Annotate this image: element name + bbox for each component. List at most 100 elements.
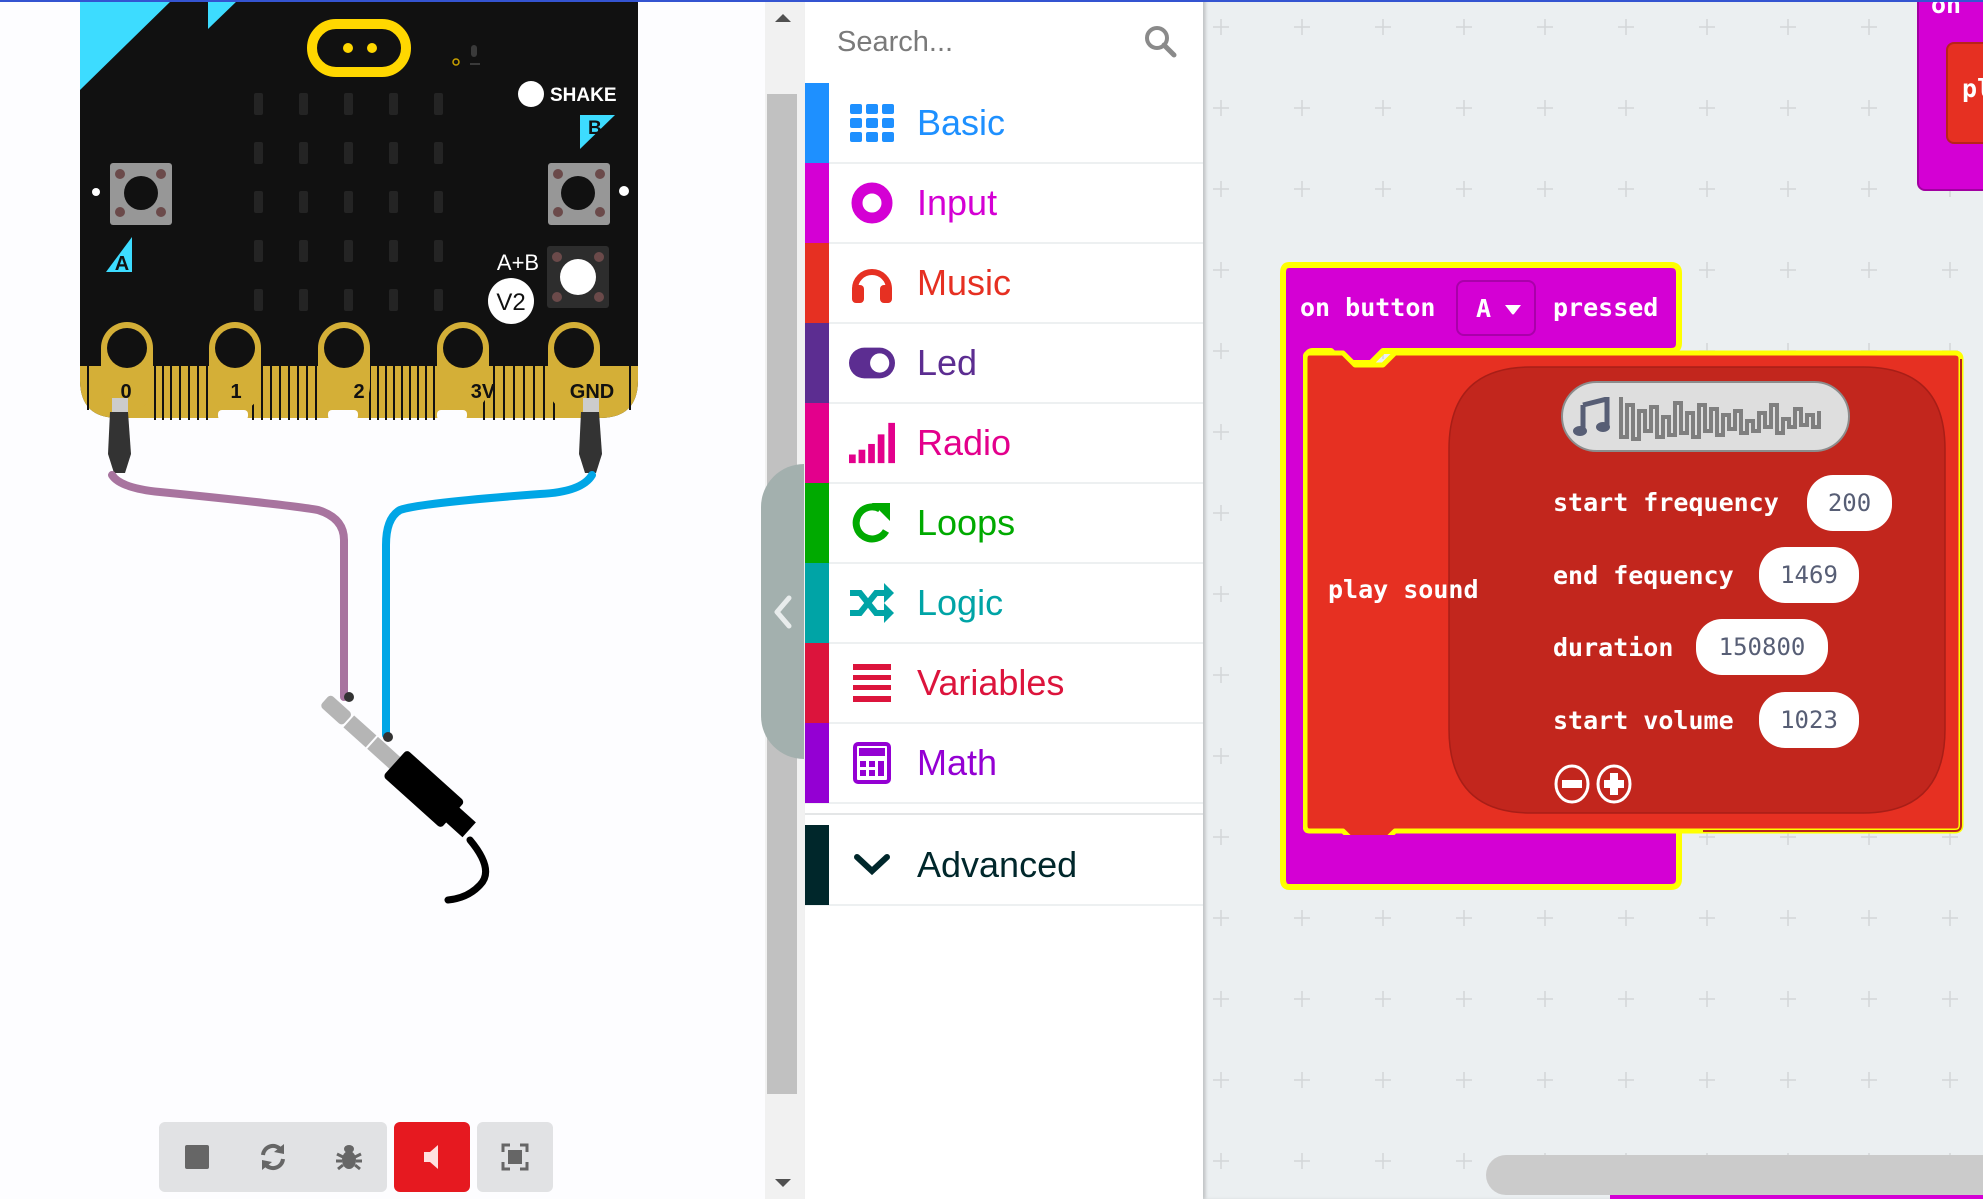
svg-text:SHAKE: SHAKE	[550, 85, 617, 106]
offscreen-statement-block[interactable]: pl	[1946, 42, 1983, 144]
category-label: Basic	[917, 101, 1006, 143]
field-label-start-frequency: start frequency	[1553, 488, 1779, 517]
category-radio[interactable]: Radio	[805, 402, 1203, 484]
category-input[interactable]: Input	[805, 162, 1203, 244]
event-prefix-label: on button	[1300, 293, 1436, 322]
category-label: Music	[917, 261, 1012, 303]
field-label-duration: duration	[1553, 633, 1674, 662]
category-label: Led	[917, 341, 978, 383]
category-advanced[interactable]: Advanced	[805, 824, 1203, 906]
fullscreen-button[interactable]	[477, 1122, 553, 1192]
category-color-bar	[805, 482, 829, 563]
blocks-workspace[interactable]: on pl A on button pressed play sound sta…	[1203, 0, 1983, 1199]
category-logic[interactable]: Logic	[805, 562, 1203, 644]
shuffle-icon	[849, 580, 895, 626]
clip-pin0[interactable]	[108, 398, 131, 473]
fullscreen-group	[477, 1122, 553, 1192]
button-dropdown[interactable]: A	[1456, 280, 1536, 336]
signal-bars-icon	[849, 420, 895, 466]
search-input[interactable]	[835, 18, 1139, 66]
mute-button[interactable]	[394, 1122, 470, 1192]
collapse-simulator-button[interactable]	[761, 464, 804, 759]
category-label: Loops	[917, 501, 1016, 543]
category-label: Math	[917, 741, 998, 783]
search-icon[interactable]	[1143, 24, 1177, 58]
chevron-left-icon	[774, 595, 791, 628]
wire-pin0	[108, 471, 348, 701]
category-basic[interactable]: Basic	[805, 82, 1203, 164]
category-color-bar	[805, 642, 829, 723]
button-a[interactable]: A	[92, 163, 172, 275]
svg-text:A: A	[115, 253, 129, 275]
svg-text:GND: GND	[570, 381, 614, 403]
minus-circle-icon[interactable]	[1553, 764, 1591, 804]
end-frequency-input[interactable]: 1469	[1759, 547, 1859, 603]
toggle-icon	[849, 340, 895, 386]
category-music[interactable]: Music	[805, 242, 1203, 324]
toolbox-search	[805, 0, 1203, 83]
category-color-bar	[805, 824, 829, 905]
led-matrix	[254, 93, 443, 311]
window-top-border	[0, 0, 1983, 2]
field-label-start-volume: start volume	[1553, 706, 1734, 735]
stop-button[interactable]	[159, 1122, 235, 1192]
simulator-panel: A SHAKE B A+B V2	[0, 0, 761, 1199]
sim-control-group	[159, 1122, 387, 1192]
headphones-icon	[849, 260, 895, 306]
plus-circle-icon[interactable]	[1595, 764, 1633, 804]
button-b[interactable]: B	[548, 115, 629, 225]
loop-arrow-icon	[849, 500, 895, 546]
calculator-icon	[849, 740, 895, 786]
stop-icon	[185, 1145, 209, 1169]
category-loops[interactable]: Loops	[805, 482, 1203, 564]
svg-text:2: 2	[353, 381, 364, 403]
waveform-icon	[1619, 397, 1821, 441]
category-variables[interactable]: Variables	[805, 642, 1203, 724]
svg-text:1: 1	[230, 381, 241, 403]
microbit-board[interactable]: A SHAKE B A+B V2	[0, 0, 761, 1100]
category-label: Logic	[917, 581, 1004, 623]
button-ab[interactable]: A+B	[497, 246, 609, 308]
grid-icon	[849, 100, 895, 146]
start-frequency-input[interactable]: 200	[1807, 475, 1892, 531]
category-label: Variables	[917, 661, 1065, 703]
start-volume-input[interactable]: 1023	[1759, 692, 1859, 748]
dropdown-caret-icon	[1505, 305, 1521, 315]
category-math[interactable]: Math	[805, 722, 1203, 804]
mute-group	[394, 1122, 470, 1192]
category-label: Advanced	[917, 843, 1078, 885]
svg-text:V2: V2	[496, 289, 525, 316]
category-color-bar	[805, 322, 829, 403]
play-sound-label: play sound	[1328, 575, 1479, 604]
restart-button[interactable]	[235, 1122, 311, 1192]
category-color-bar	[805, 242, 829, 323]
chevron-down-icon	[849, 842, 895, 888]
scroll-down-arrow-icon[interactable]	[775, 1179, 791, 1187]
duration-input[interactable]: 150800	[1696, 619, 1828, 675]
restart-icon	[261, 1143, 285, 1171]
fullscreen-icon	[501, 1143, 529, 1171]
debug-button[interactable]	[311, 1122, 387, 1192]
event-suffix-label: pressed	[1553, 293, 1659, 322]
offscreen-event-block[interactable]: on pl	[1917, 0, 1983, 191]
sound-expression-field[interactable]	[1561, 381, 1850, 452]
headphone-jack	[321, 692, 490, 904]
offscreen-bottom-block[interactable]	[1610, 1193, 1983, 1199]
category-label: Radio	[917, 421, 1012, 463]
music-note-icon	[1573, 397, 1610, 436]
bug-icon	[336, 1145, 362, 1171]
toolbox-divider	[805, 813, 1203, 815]
category-color-bar	[805, 562, 829, 643]
clip-gnd[interactable]	[579, 398, 602, 473]
category-color-bar	[805, 162, 829, 243]
category-color-bar	[805, 402, 829, 483]
category-led[interactable]: Led	[805, 322, 1203, 404]
category-label: Input	[917, 181, 998, 223]
svg-text:3V: 3V	[471, 381, 496, 403]
speaker-icon	[424, 1145, 438, 1169]
workspace-horizontal-scrollbar[interactable]	[1486, 1155, 1983, 1195]
scroll-up-arrow-icon[interactable]	[775, 14, 791, 22]
svg-text:A+B: A+B	[497, 250, 539, 275]
circle-dot-icon	[849, 180, 895, 226]
category-color-bar	[805, 82, 829, 163]
